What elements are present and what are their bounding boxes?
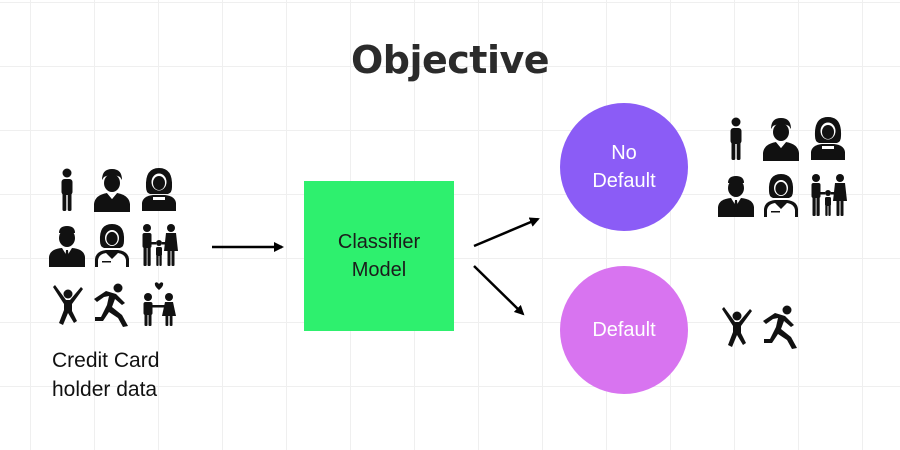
classifier-model-box: Classifier Model <box>304 181 454 331</box>
model-label-line-1: Classifier <box>337 231 421 253</box>
running-person-icon <box>761 305 801 349</box>
businessman-icon <box>716 173 756 217</box>
woman-icon <box>808 116 848 160</box>
page-title: Objective <box>350 38 550 82</box>
no-default-label-line-1: No <box>611 142 637 164</box>
default-label: Default <box>592 319 656 341</box>
family-icon <box>808 173 848 217</box>
man-standing-icon <box>716 117 756 161</box>
man-icon <box>761 117 801 161</box>
source-label-line-1: Credit Card <box>52 349 160 372</box>
source-label: Credit Card holder data <box>52 346 202 404</box>
default-circle: Default <box>560 266 688 394</box>
no-default-circle: No Default <box>560 103 688 231</box>
default-arrow <box>473 265 525 316</box>
jumping-person-icon <box>716 305 756 349</box>
nurse-icon <box>761 173 801 217</box>
source-label-line-2: holder data <box>52 378 158 401</box>
no-default-label-line-2: Default <box>592 170 656 192</box>
no-default-arrow <box>473 217 540 248</box>
model-label-line-2: Model <box>351 259 407 281</box>
